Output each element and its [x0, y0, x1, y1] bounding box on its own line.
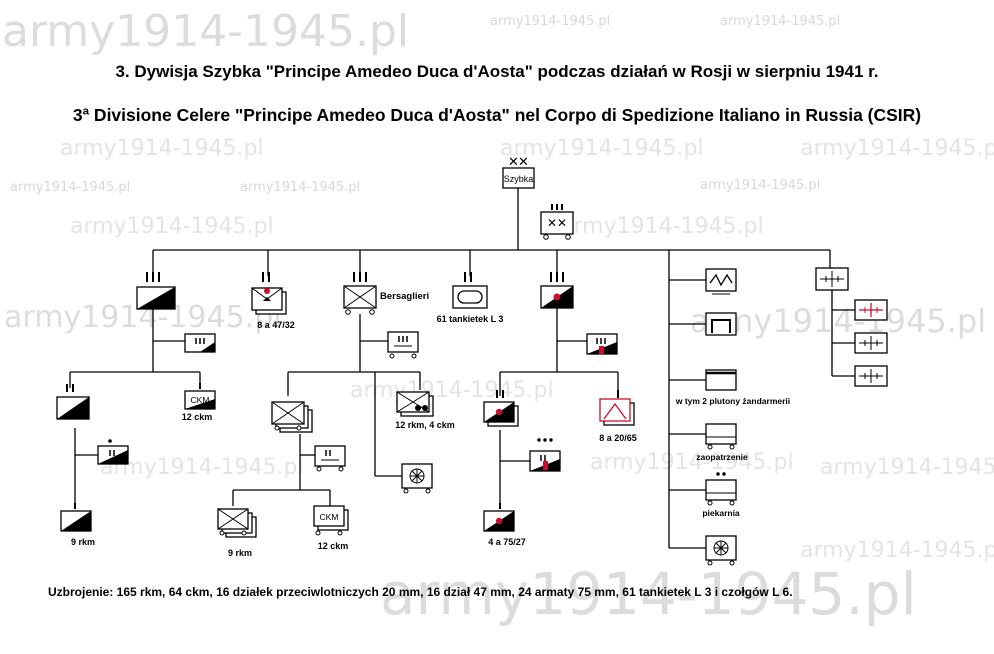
watermark: army1914-1945.pl [100, 455, 304, 480]
label-aa-guns: 8 a 20/65 [599, 433, 637, 443]
artillery-group [483, 390, 519, 427]
bersaglieri-mg-platoon: CKM 12 ckm [313, 505, 349, 551]
motor-transport [705, 535, 737, 566]
engineer-company [705, 268, 737, 295]
armament-summary: Uzbrojenie: 165 rkm, 64 ckm, 16 działek … [48, 585, 793, 599]
label-supply: zaopatrzenie [696, 452, 748, 462]
cavalry-regiment-1 [136, 272, 176, 310]
watermark: army1914-1945.pl [560, 214, 764, 239]
cavalry-mg-squadron: CKM 12 ckm [182, 383, 216, 422]
hq-staff-unit: ✕✕ [540, 204, 574, 240]
title-polish: 3. Dywisja Szybka "Principe Amedeo Duca … [115, 62, 879, 81]
cavalry-hq-company [184, 333, 216, 353]
svg-text:✕: ✕ [508, 154, 519, 169]
bersaglieri-battalion-hq [314, 445, 346, 472]
title-italian: 3ª Divisione Celere "Principe Amedeo Duc… [72, 105, 922, 125]
label-12-ckm: 12 ckm [182, 412, 213, 422]
watermark: army1914-1945.pl [2, 6, 410, 57]
watermark: army1914-1945.pl [380, 560, 917, 628]
bersaglieri-hq-company [387, 331, 419, 359]
bakery-section: piekarnia [702, 472, 740, 518]
label-bakery: piekarnia [702, 508, 740, 518]
bersaglieri-motorcycle-company [401, 463, 433, 494]
watermark: army1914-1945.pl [240, 180, 361, 195]
medical-section [815, 267, 849, 291]
watermark: army1914-1945.pl [500, 136, 704, 161]
supply-column: zaopatrzenie [696, 423, 748, 462]
light-tank-group: 61 tankietek L 3 [437, 272, 504, 324]
bersaglieri-company: 9 rkm [217, 508, 257, 558]
label-47-guns: 8 a 47/32 [257, 320, 295, 330]
label-9-rkm: 9 rkm [71, 537, 95, 547]
connector-lines [69, 188, 855, 549]
medical-unit [854, 365, 888, 387]
signals-company [705, 312, 737, 336]
medical-unit [854, 332, 888, 354]
ckm-label: CKM [320, 512, 339, 522]
ckm-label: CKM [191, 395, 210, 405]
artillery-regiment [540, 272, 574, 309]
watermark: army1914-1945.pl [350, 378, 554, 403]
antitank-battalion: 8 a 47/32 [251, 272, 295, 330]
field-hospital [854, 299, 888, 321]
label-gendarmerie: w tym 2 plutony żandarmerii [675, 396, 790, 406]
watermark: army1914-1945.pl [690, 302, 987, 340]
label-tankettes: 61 tankietek L 3 [437, 314, 504, 324]
carabinieri-company: w tym 2 plutony żandarmerii [675, 369, 790, 406]
bersaglieri-regiment: Bersaglieri [343, 272, 429, 315]
artillery-battery-hq [529, 438, 561, 472]
watermark: army1914-1945.pl [820, 455, 994, 480]
aa-battery: 8 a 20/65 [599, 390, 637, 443]
label-bersaglieri: Bersaglieri [380, 291, 429, 302]
watermark: army1914-1945.pl [70, 214, 274, 239]
artillery-hq-battery [586, 333, 618, 355]
cavalry-squadron: 9 rkm [60, 503, 95, 547]
watermark: army1914-1945.pl [10, 180, 131, 195]
bersaglieri-mg-company: 12 rkm, 4 ckm [395, 391, 455, 430]
svg-text:✕✕: ✕✕ [547, 216, 567, 230]
watermark: army1914-1945.pl [490, 14, 611, 29]
label-12-rkm-4-ckm: 12 rkm, 4 ckm [395, 420, 455, 430]
watermark: army1914-1945.pl [800, 538, 994, 563]
label-12-ckm: 12 ckm [318, 541, 349, 551]
label-9-rkm: 9 rkm [228, 548, 252, 558]
watermark: army1914-1945.pl [60, 136, 264, 161]
cavalry-squadron-group [56, 384, 90, 420]
division-hq: ✕ ✕ Szybka [502, 154, 535, 189]
label-75-guns: 4 a 75/27 [488, 537, 526, 547]
watermark: army1914-1945.pl [700, 178, 821, 193]
bersaglieri-battalion [271, 401, 313, 433]
watermark: army1914-1945.pl [720, 14, 841, 29]
cavalry-platoon-hq [97, 439, 129, 465]
hq-label: Szybka [504, 174, 534, 184]
artillery-battery: 4 a 75/27 [483, 503, 526, 547]
watermark: army1914-1945.pl [800, 136, 994, 161]
watermark: army1914-1945.pl [590, 450, 794, 475]
svg-text:✕: ✕ [518, 154, 529, 169]
